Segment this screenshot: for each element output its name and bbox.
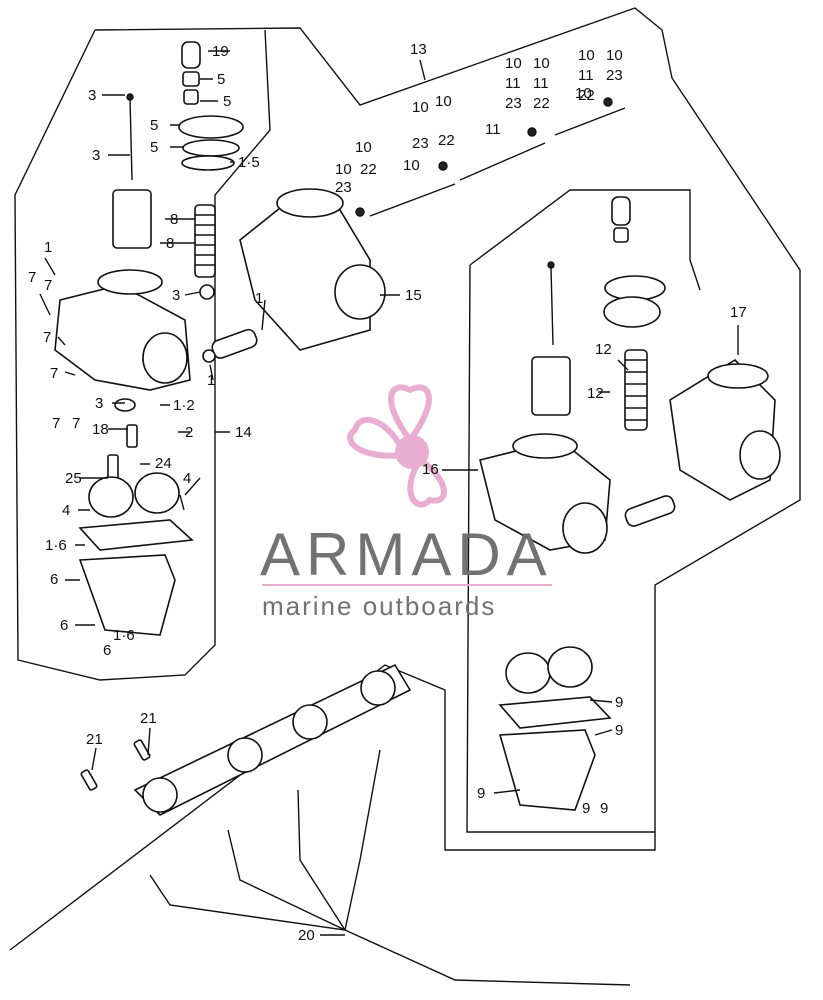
part-label: 9 (582, 800, 590, 817)
part-label: 4 (62, 502, 70, 519)
part-label: 12 (587, 385, 604, 402)
part-label: 23 (606, 67, 623, 84)
part-label: 11 (485, 121, 501, 138)
armada-watermark: ARMADA marine outboards (260, 384, 553, 621)
part-label: 7 (72, 415, 80, 432)
part-label: 1 (207, 372, 215, 389)
part-label: 23 (505, 95, 522, 112)
center-carburetor-15 (202, 188, 386, 363)
part-label: 11 (533, 75, 549, 92)
part-label: 6 (50, 571, 58, 588)
part-label: 3 (88, 87, 96, 104)
part-label: 10 (435, 93, 452, 110)
part-label: 5 (217, 71, 225, 88)
part-label: 7 (52, 415, 60, 432)
part-label: 14 (235, 424, 252, 441)
manifold-and-tubes (80, 663, 631, 986)
part-callout-labels: 19 5 5 3 5 3 5 1·5 8 8 1 7 7 3 7 7 7 7 3… (28, 41, 747, 944)
part-label: 1 (44, 239, 52, 256)
part-label: 6 (103, 642, 111, 659)
part-label: 11 (578, 67, 594, 84)
part-label: 23 (335, 179, 352, 196)
part-label: 10 (403, 157, 420, 174)
part-label: 9 (615, 722, 623, 739)
part-label: 5 (150, 139, 158, 156)
right-carburetor-parts (479, 196, 781, 811)
part-label: 12 (595, 341, 612, 358)
watermark-subtitle: marine outboards (262, 591, 496, 621)
part-label: 22 (360, 161, 377, 178)
part-label: 7 (44, 277, 52, 294)
part-label: 1·6 (45, 537, 67, 554)
watermark-title: ARMADA (260, 521, 553, 588)
part-label: 10 (355, 139, 372, 156)
part-label: 7 (43, 329, 51, 346)
part-label: 9 (600, 800, 608, 817)
part-label: 3 (172, 287, 180, 304)
part-label: 5 (150, 117, 158, 134)
part-label: 7 (28, 269, 36, 286)
part-label: 6 (60, 617, 68, 634)
part-label: 16 (422, 461, 439, 478)
part-label: 1·5 (238, 154, 260, 171)
part-label: 3 (95, 395, 103, 412)
part-label: 22 (438, 132, 455, 149)
part-label: 10 (533, 55, 550, 72)
part-label: 11 (505, 75, 521, 92)
callout-leader-lines (39, 50, 739, 936)
part-label: 10 (335, 161, 352, 178)
part-label: 9 (477, 785, 485, 802)
part-label: 10 (505, 55, 522, 72)
part-label: 24 (155, 455, 172, 472)
part-label: 18 (92, 421, 109, 438)
part-label: 10 (575, 85, 592, 102)
part-label: 23 (412, 135, 429, 152)
part-label: 21 (140, 710, 157, 727)
part-label: 9 (615, 694, 623, 711)
part-label: 17 (730, 304, 747, 321)
group-outlines (9, 7, 801, 951)
part-label: 5 (223, 93, 231, 110)
part-label: 13 (410, 41, 427, 58)
part-label: 1 (255, 290, 263, 307)
part-label: 25 (65, 470, 82, 487)
part-label: 20 (298, 927, 315, 944)
part-label: 10 (412, 99, 429, 116)
part-label: 10 (578, 47, 595, 64)
propeller-logo-icon (347, 384, 447, 508)
part-label: 7 (50, 365, 58, 382)
part-label: 10 (606, 47, 623, 64)
part-label: 22 (578, 87, 595, 104)
part-label: 22 (533, 95, 550, 112)
part-label: 3 (92, 147, 100, 164)
left-carburetor-parts (54, 41, 244, 636)
part-label: 21 (86, 731, 103, 748)
throttle-cables (355, 97, 626, 217)
part-label: 4 (183, 470, 191, 487)
part-label: 1·6 (113, 627, 135, 644)
part-label: 15 (405, 287, 422, 304)
part-label: 1·2 (173, 397, 195, 414)
